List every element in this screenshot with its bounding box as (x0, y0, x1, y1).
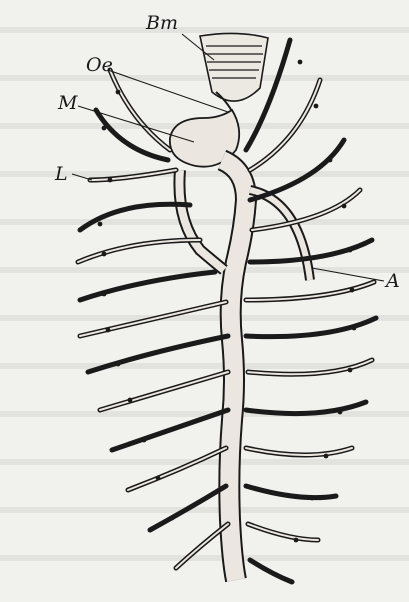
right-caeca (246, 40, 376, 582)
label-oesophagus: Oe (86, 56, 113, 75)
label-anus: A (386, 272, 400, 291)
buccal-mass (200, 33, 268, 120)
label-stomach: M (58, 94, 77, 113)
label-buccal-mass: Bm (146, 14, 178, 33)
label-liver-caeca: L (55, 165, 68, 184)
